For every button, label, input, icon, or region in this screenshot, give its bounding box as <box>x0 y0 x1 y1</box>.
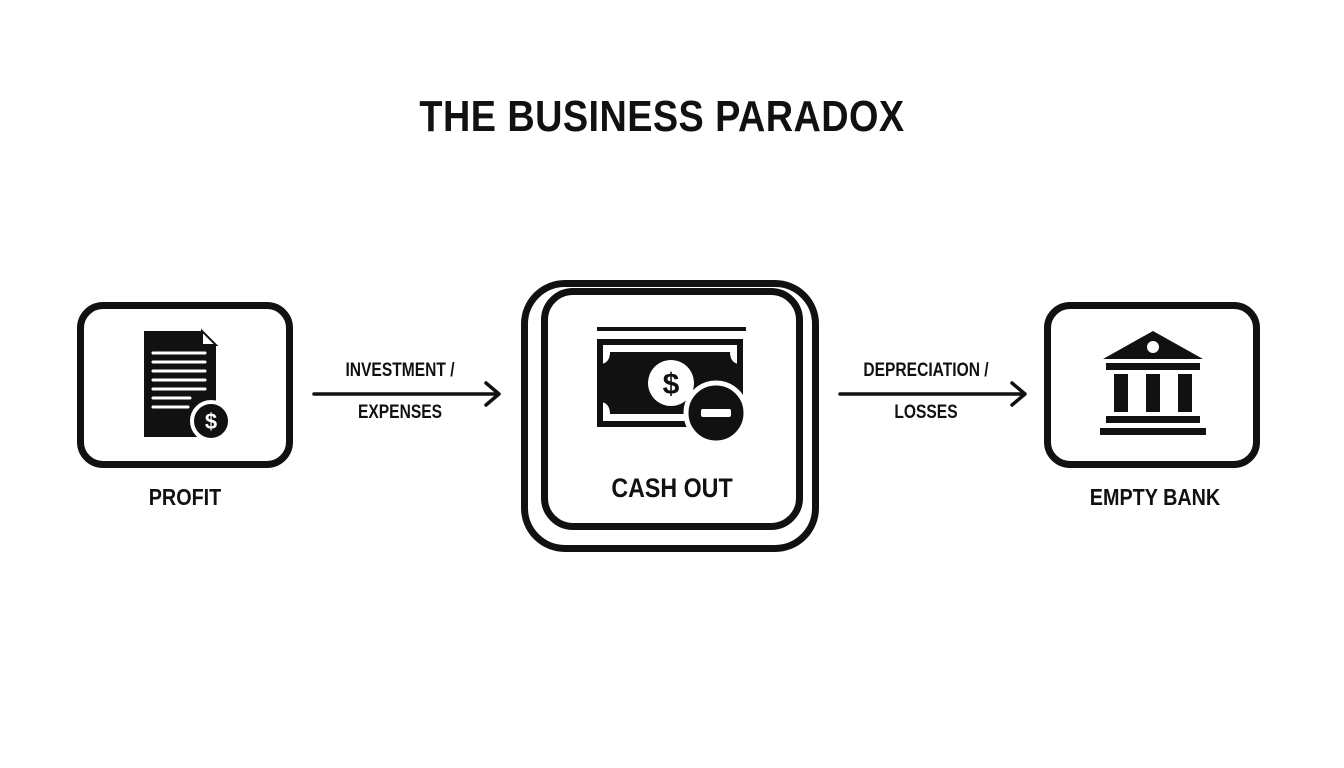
edge-label-expenses: EXPENSES <box>358 402 442 423</box>
empty-bank-node-label: EMPTY BANK <box>1089 484 1221 510</box>
arrow-cash-out-to-empty-bank <box>838 381 1027 407</box>
svg-text:$: $ <box>663 368 680 401</box>
bank-building-icon <box>1100 331 1206 435</box>
edge-label-losses: LOSSES <box>894 402 958 423</box>
cash-out-node-label: CASH OUT <box>611 473 733 503</box>
document-dollar-icon: $ <box>144 328 232 442</box>
profit-node-label: PROFIT <box>148 484 222 510</box>
edge-label-investment: INVESTMENT / <box>345 360 455 381</box>
edge-label-depreciation: DEPRECIATION / <box>863 360 989 381</box>
arrow-profit-to-cash-out <box>312 381 501 407</box>
banknote-minus-icon: $ <box>597 327 749 446</box>
diagram-title: THE BUSINESS PARADOX <box>419 92 905 141</box>
svg-text:$: $ <box>205 409 217 434</box>
